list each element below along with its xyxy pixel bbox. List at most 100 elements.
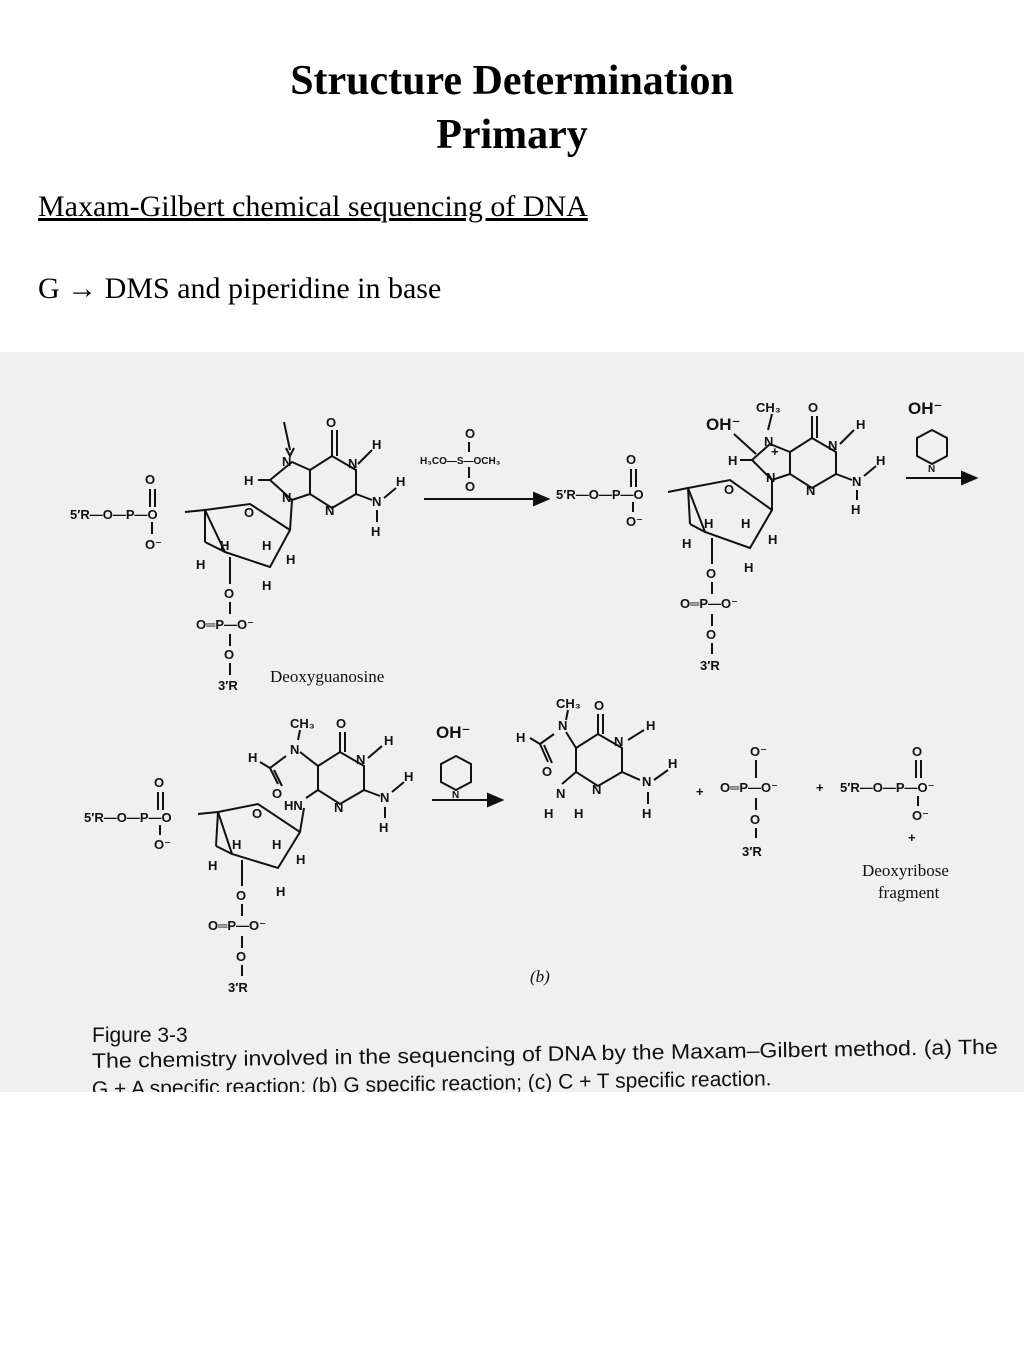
structure-atom-label: O═P—O⁻ bbox=[680, 596, 738, 611]
phosphate-3prime-product: O⁻ O═P—O⁻ O 3′R bbox=[720, 744, 778, 859]
structure-atom-label: N bbox=[452, 790, 459, 801]
structure-atom-label: + bbox=[771, 444, 779, 459]
structure-atom-label: H bbox=[262, 538, 271, 553]
structure-atom-label: 3′R bbox=[742, 844, 762, 859]
structure-atom-label: H bbox=[248, 750, 257, 765]
sugar-ring-oxygen: O bbox=[244, 505, 254, 520]
structure-atom-label: O bbox=[594, 698, 604, 713]
structure-atom-label: O bbox=[706, 627, 716, 642]
structure-atom-label: H bbox=[682, 536, 691, 551]
structure-atom-label: N bbox=[348, 456, 357, 471]
structure-atom-label: O bbox=[912, 744, 922, 759]
methylated-guanosine-structure: 5′R—O—P—O O O⁻ O H H H H H O O═P—O⁻ O 3′… bbox=[556, 400, 885, 673]
structure-atom-label: + bbox=[908, 830, 916, 845]
structure-atom-label: N bbox=[282, 490, 291, 505]
structure-atom-label: N bbox=[282, 454, 291, 469]
structure-atom-label: O bbox=[272, 786, 282, 801]
structure-atom-label: N bbox=[380, 790, 389, 805]
structure-atom-label: H bbox=[744, 560, 753, 575]
phosphate-5prime: 5′R—O—P—O bbox=[70, 507, 158, 522]
structure-atom-label: N bbox=[828, 438, 837, 453]
figure-scan: 5′R—O—P—O O O⁻ O H H H H H O O═P—O⁻ O 3′… bbox=[0, 352, 1024, 1092]
structure-atom-label: fragment bbox=[878, 883, 940, 902]
structure-atom-label: H bbox=[262, 578, 271, 593]
structure-atom-label: OH⁻ bbox=[436, 723, 470, 742]
plus-sign-1: + bbox=[696, 784, 704, 799]
part-label: (b) bbox=[530, 967, 550, 986]
structure-atom-label: 5′R—O—P—O bbox=[556, 487, 644, 502]
structure-atom-label: 5′R—O—P—O bbox=[84, 810, 172, 825]
structure-atom-label: H bbox=[196, 557, 205, 572]
formamidopyrimidine-product: N CH₃ O H N H H O N H N N H H bbox=[516, 696, 677, 821]
structure-atom-label: H bbox=[704, 516, 713, 531]
structure-atom-label: O bbox=[750, 812, 760, 827]
structure-atom-label: N bbox=[764, 434, 773, 449]
structure-atom-label: N bbox=[334, 800, 343, 815]
structure-atom-label: N bbox=[852, 474, 861, 489]
structure-atom-label: N bbox=[356, 752, 365, 767]
plus-sign-2: + bbox=[816, 780, 824, 795]
structure-atom-label: O bbox=[326, 415, 336, 430]
structure-atom-label: H₃CO—S—OCH₃ bbox=[420, 456, 501, 467]
structure-atom-label: H bbox=[768, 532, 777, 547]
structure-atom-label: HN bbox=[284, 798, 303, 813]
structure-atom-label: H bbox=[741, 516, 750, 531]
structure-atom-label: 5′R—O—P—O⁻ bbox=[840, 780, 935, 795]
structure-atom-label: CH₃ bbox=[556, 696, 581, 711]
figure-caption-line1: The chemistry involved in the sequencing… bbox=[92, 1036, 998, 1073]
structure-atom-label: H bbox=[244, 473, 253, 488]
structure-atom-label: H bbox=[286, 552, 295, 567]
subheading: Maxam-Gilbert chemical sequencing of DNA bbox=[38, 190, 588, 223]
structure-atom-label: O⁻ bbox=[626, 514, 643, 529]
structure-atom-label: H bbox=[276, 884, 285, 899]
structure-atom-label: O bbox=[252, 806, 262, 821]
structure-atom-label: O bbox=[154, 775, 164, 790]
structure-atom-label: N bbox=[928, 464, 935, 475]
structure-atom-label: O bbox=[808, 400, 818, 415]
deoxyguanosine-structure: 5′R—O—P—O O O⁻ O H H H H H O O═P—O⁻ O 3′… bbox=[70, 415, 405, 693]
structure-atom-label: H bbox=[876, 453, 885, 468]
structure-atom-label: 3′R bbox=[218, 678, 238, 693]
structure-atom-label: O bbox=[465, 479, 475, 494]
structure-atom-label: O bbox=[224, 647, 234, 662]
structure-atom-label: N bbox=[592, 782, 601, 797]
structure-atom-label: N bbox=[766, 470, 775, 485]
reaction-description: G → DMS and piperidine in base bbox=[38, 272, 442, 305]
structure-atom-label: H bbox=[851, 502, 860, 517]
structure-atom-label: O bbox=[236, 888, 246, 903]
structure-atom-label: O bbox=[236, 949, 246, 964]
slide-title-line2: Primary bbox=[436, 112, 588, 158]
structure-atom-label: N bbox=[556, 786, 565, 801]
structure-atom-label: OH⁻ bbox=[908, 399, 942, 418]
structure-atom-label: 3′R bbox=[228, 980, 248, 995]
structure-atom-label: H bbox=[574, 806, 583, 821]
structure-atom-label: O bbox=[706, 566, 716, 581]
structure-atom-label: O⁻ bbox=[750, 744, 767, 759]
structure-atom-label: N bbox=[642, 774, 651, 789]
structure-atom-label: H bbox=[642, 806, 651, 821]
slide-title-line1: Structure Determination bbox=[290, 58, 734, 104]
structure-atom-label: H bbox=[379, 820, 388, 835]
structure-atom-label: O bbox=[465, 426, 475, 441]
phosphate-5prime-product: 5′R—O—P—O⁻ O O⁻ + Deoxyribose fragment bbox=[840, 744, 949, 902]
phosphate-3prime: O═P—O⁻ bbox=[196, 617, 254, 632]
structure-atom-label: O bbox=[336, 716, 346, 731]
structure-atom-label: N bbox=[614, 734, 623, 749]
deoxyguanosine-label: Deoxyguanosine bbox=[270, 667, 384, 686]
figure-caption-title: Figure 3-3 bbox=[92, 1024, 188, 1047]
structure-atom-label: H bbox=[232, 837, 241, 852]
piperidine-reagent-1: OH⁻ N bbox=[906, 399, 979, 486]
structure-atom-label: H bbox=[220, 538, 229, 553]
structure-atom-label: H bbox=[396, 474, 405, 489]
piperidine-reagent-2: OH⁻ N bbox=[432, 723, 505, 808]
structure-atom-label: H bbox=[372, 437, 381, 452]
structure-atom-label: H bbox=[384, 733, 393, 748]
structure-atom-label: O═P—O⁻ bbox=[720, 780, 778, 795]
structure-atom-label: N bbox=[806, 483, 815, 498]
reaction-scheme: 5′R—O—P—O O O⁻ O H H H H H O O═P—O⁻ O 3′… bbox=[70, 399, 998, 1092]
deoxyribose-fragment-label: Deoxyribose bbox=[862, 861, 949, 880]
structure-atom-label: N bbox=[290, 742, 299, 757]
structure-atom-label: N bbox=[325, 503, 334, 518]
structure-atom-label: O bbox=[542, 764, 552, 779]
structure-atom-label: CH₃ bbox=[290, 716, 315, 731]
